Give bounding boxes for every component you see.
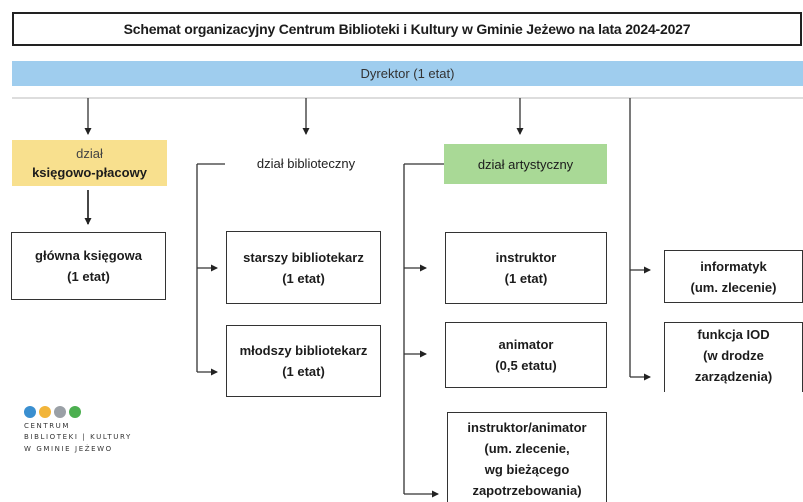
instructor-animator-basis: wg bieżącego [484, 462, 570, 477]
dept-artistic: dział artystyczny [444, 144, 607, 184]
dept-library-label: dział biblioteczny [256, 155, 356, 171]
logo-text-line1: CENTRUM [24, 422, 71, 430]
logo-dot-green [69, 406, 81, 418]
box-instructor: instruktor (1 etat) [445, 232, 607, 304]
chief-accountant-title: główna księgowa [35, 248, 142, 263]
institution-logo: CENTRUM BIBLIOTEKI | KULTURY W GMINIE JE… [24, 406, 194, 466]
instructor-title: instruktor [495, 250, 557, 265]
box-senior-librarian: starszy bibliotekarz (1 etat) [226, 231, 381, 304]
box-it-specialist: informatyk (um. zlecenie) [664, 250, 803, 303]
logo-text-line3: W GMINIE JEŻEWO [24, 445, 113, 453]
dept-accounting-line1: dział [76, 146, 103, 161]
director-label: Dyrektor (1 etat) [360, 66, 455, 81]
instructor-etat: (1 etat) [504, 271, 548, 286]
instructor-animator-contract: (um. zlecenie, [484, 441, 570, 456]
box-junior-librarian: młodszy bibliotekarz (1 etat) [226, 325, 381, 397]
dept-accounting-line2: księgowo-płacowy [32, 165, 147, 180]
animator-title: animator [498, 337, 554, 352]
dept-accounting: dział księgowo-płacowy [12, 140, 167, 186]
logo-dot-gray [54, 406, 66, 418]
dept-artistic-label: dział artystyczny [477, 156, 574, 172]
dept-library: dział biblioteczny [228, 150, 384, 176]
director-bar: Dyrektor (1 etat) [12, 61, 803, 86]
chart-title: Schemat organizacyjny Centrum Biblioteki… [12, 12, 802, 46]
iod-mode: (w drodze [703, 348, 764, 363]
senior-librarian-etat: (1 etat) [282, 270, 325, 286]
animator-etat: (0,5 etatu) [495, 358, 557, 373]
box-instructor-animator: instruktor/animator (um. zlecenie, wg bi… [447, 412, 607, 502]
iod-title: funkcja IOD [697, 327, 770, 342]
it-specialist-title: informatyk [700, 258, 767, 274]
instructor-animator-need: zapotrzebowania) [472, 483, 582, 498]
junior-librarian-etat: (1 etat) [282, 364, 325, 379]
box-chief-accountant: główna księgowa (1 etat) [11, 232, 166, 300]
iod-basis: zarządzenia) [694, 369, 773, 384]
instructor-animator-title: instruktor/animator [467, 420, 587, 435]
senior-librarian-title: starszy bibliotekarz [243, 249, 364, 265]
box-animator: animator (0,5 etatu) [445, 322, 607, 388]
box-iod: funkcja IOD (w drodze zarządzenia) [664, 322, 803, 392]
chart-title-text: Schemat organizacyjny Centrum Biblioteki… [123, 21, 691, 37]
logo-text-line2: BIBLIOTEKI | KULTURY [24, 433, 132, 441]
logo-dot-yellow [39, 406, 51, 418]
junior-librarian-title: młodszy bibliotekarz [239, 343, 368, 358]
it-specialist-contract: (um. zlecenie) [690, 279, 777, 295]
chief-accountant-etat: (1 etat) [67, 269, 110, 284]
logo-dot-blue [24, 406, 36, 418]
